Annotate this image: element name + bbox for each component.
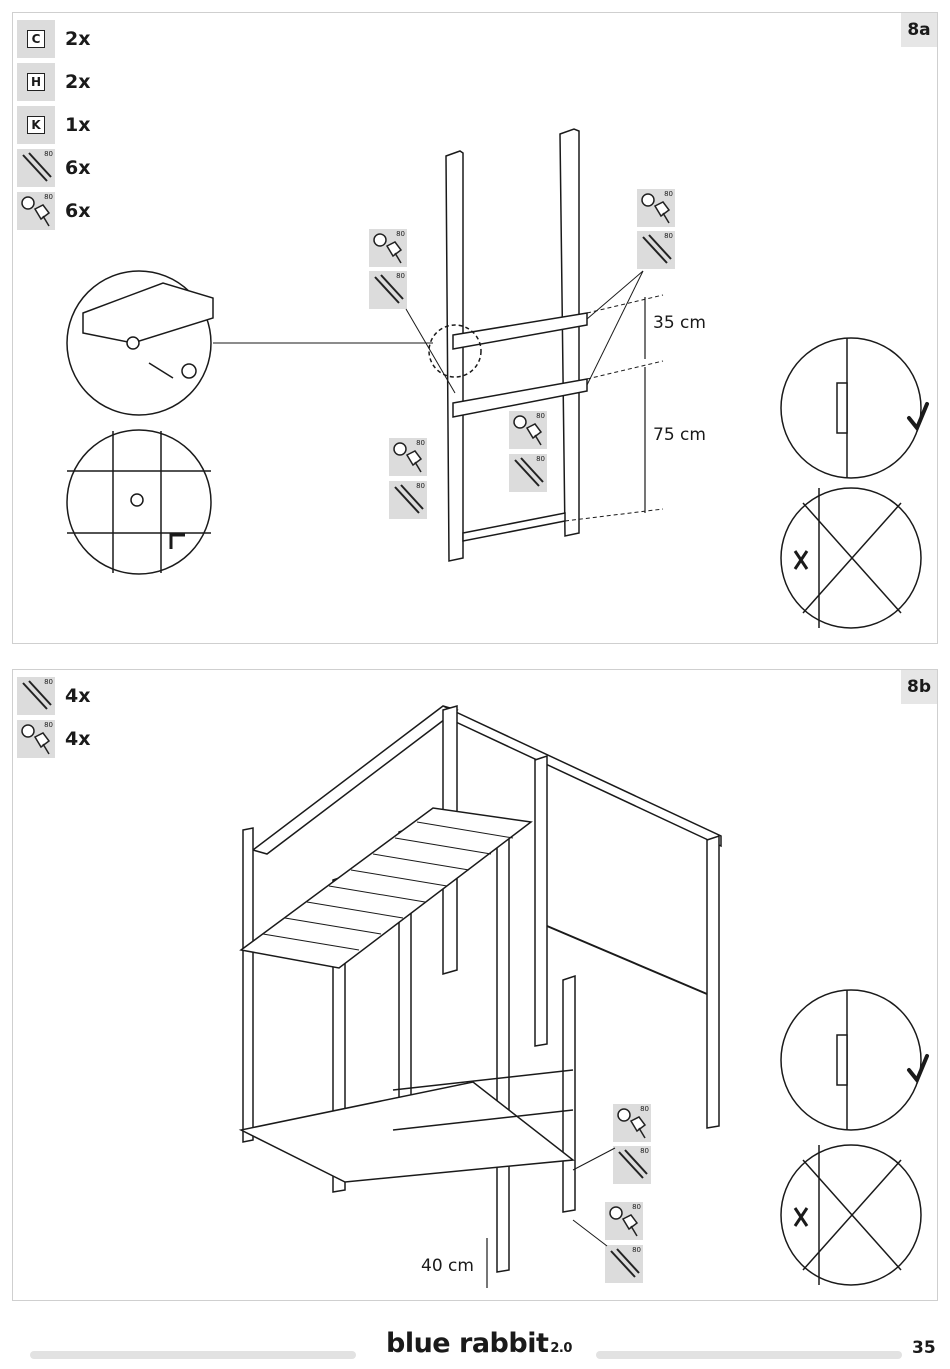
part-letter: H [27, 72, 45, 91]
tile-number: 80 [416, 482, 425, 490]
part-tile: C [17, 19, 55, 58]
part-letter: C [27, 29, 45, 48]
bolt-icon: 80 [637, 189, 675, 227]
tile-number: 80 [664, 232, 673, 240]
tile-number: 80 [44, 677, 53, 686]
playhouse-frame-drawing [238, 705, 929, 1288]
screw-icon: 80 [605, 1245, 643, 1283]
tile-number: 80 [396, 230, 405, 238]
part-row: 80 4x [17, 717, 90, 760]
bolt-icon: 80 [369, 229, 407, 267]
correct-install-circle [780, 337, 922, 479]
step-8b-panel: 8b 80 4x 80 4x 80 80 80 80 [12, 669, 938, 1301]
part-row: 80 6x [17, 146, 90, 189]
brand-name: blue rabbit [386, 1328, 549, 1359]
screw-icon: 80 [613, 1146, 651, 1184]
bolt-icon: 80 [389, 438, 427, 476]
part-row: 80 4x [17, 674, 90, 717]
part-row: K 1x [17, 103, 90, 146]
tile-number: 80 [416, 439, 425, 447]
part-quantity: 6x [65, 156, 91, 179]
bolt-icon: 80 [17, 719, 55, 758]
tile-number: 80 [640, 1147, 649, 1155]
tile-number: 80 [664, 190, 673, 198]
bolt-icon: 80 [605, 1202, 643, 1240]
screw-icon: 80 [369, 271, 407, 309]
page-number: 35 [912, 1338, 936, 1358]
tile-number: 80 [44, 720, 53, 729]
tile-number: 80 [44, 192, 53, 201]
step-badge: 8a [901, 13, 937, 47]
part-row: H 2x [17, 60, 90, 103]
tile-number: 80 [632, 1203, 641, 1211]
screw-icon: 80 [389, 481, 427, 519]
tile-number: 80 [632, 1246, 641, 1254]
tile-number: 80 [536, 412, 545, 420]
brand-version: 2.0 [550, 1341, 572, 1356]
part-tile: H [17, 62, 55, 101]
dimension-label-top: 35 cm [653, 313, 706, 333]
footer-bar-right [596, 1351, 902, 1359]
part-quantity: 1x [65, 113, 91, 136]
tile-number: 80 [640, 1105, 649, 1113]
part-letter: K [27, 115, 45, 134]
tile-number: 80 [536, 455, 545, 463]
correct-install-circle [780, 989, 922, 1131]
screw-icon: 80 [17, 148, 55, 187]
footer-bar-left [30, 1351, 356, 1359]
part-row: 80 6x [17, 189, 90, 232]
screw-icon: 80 [637, 231, 675, 269]
tile-number: 80 [44, 149, 53, 158]
dimension-label: 40 cm [421, 1256, 474, 1276]
screw-icon: 80 [17, 676, 55, 715]
step-badge: 8b [901, 670, 937, 704]
dimension-label-bottom: 75 cm [653, 425, 706, 445]
part-quantity: 2x [65, 70, 91, 93]
bolt-icon: 80 [17, 191, 55, 230]
part-tile: K [17, 105, 55, 144]
parts-list: C 2x H 2x K 1x 80 6x 80 6x [17, 17, 90, 232]
step-8a-panel: 8a C 2x H 2x K 1x 80 6x 80 6x [12, 12, 938, 644]
part-quantity: 4x [65, 684, 91, 707]
part-quantity: 2x [65, 27, 91, 50]
bolt-icon: 80 [509, 411, 547, 449]
bolt-icon: 80 [613, 1104, 651, 1142]
part-quantity: 4x [65, 727, 91, 750]
screw-icon: 80 [509, 454, 547, 492]
part-quantity: 6x [65, 199, 91, 222]
tile-number: 80 [396, 272, 405, 280]
ladder-assembly-drawing [66, 128, 929, 629]
parts-list: 80 4x 80 4x [17, 674, 90, 760]
part-row: C 2x [17, 17, 90, 60]
